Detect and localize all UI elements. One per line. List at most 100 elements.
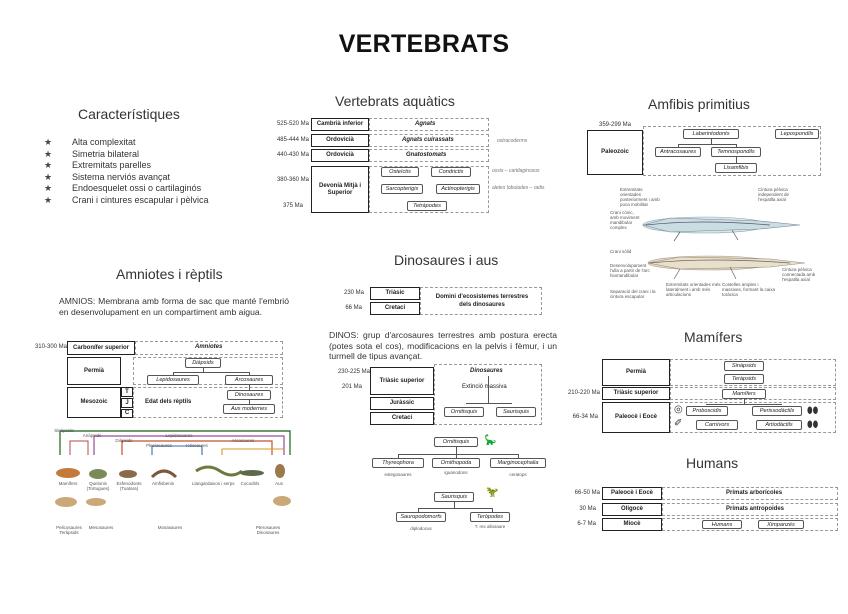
- aquatics-heading: Vertebrats aquàtics: [335, 93, 455, 109]
- amfibis-figure: Extremitats orientades posteriorment i a…: [610, 185, 830, 300]
- row-frame: [369, 166, 489, 213]
- fig-label: Mosasaures: [157, 525, 183, 530]
- period-box: Triàsic superior: [602, 387, 670, 400]
- period-box: Mesozoic: [67, 387, 121, 418]
- amniote-phylogeny-illustration: [55, 430, 291, 507]
- humans-heading: Humans: [686, 455, 739, 471]
- period-box: Cambrià inferior: [311, 118, 369, 131]
- ma-label: 30 Ma: [579, 506, 596, 512]
- clade-box: Saurisquis: [434, 492, 474, 502]
- dominance-text: Domini d'ecosistemes terrestres dels din…: [435, 294, 529, 308]
- period-box: Juràssic: [370, 397, 434, 410]
- row-frame: [420, 287, 542, 315]
- fig-label: Pterosaures Dinosaures: [255, 525, 281, 535]
- list-item: Simetria bilateral: [44, 149, 264, 161]
- amfibis-diagram: 359-299 Ma Paleozoic Laberintodonts Lepo…: [585, 120, 825, 180]
- dinosaures-heading: Dinosaures i aus: [394, 252, 499, 268]
- clade-box: Dinosaures: [227, 390, 271, 400]
- row-frame: [670, 387, 836, 400]
- row-frame: [369, 118, 489, 131]
- clade-box: Ornithopoda: [432, 458, 480, 468]
- hoof-icon: ⬮⬮: [807, 405, 819, 415]
- tree-note: T. rex allosaure: [474, 524, 506, 529]
- tree-note: diplodocus: [410, 526, 432, 531]
- period-box: Devonià Mitjà i Superior: [311, 166, 369, 213]
- mamifers-heading: Mamífers: [684, 329, 743, 345]
- fig-label: Quelonis (Tortugues): [86, 481, 110, 491]
- clade-box: Teròpodes: [470, 512, 510, 522]
- row-frame: [662, 518, 838, 531]
- clade-box: Ximpanzés: [758, 520, 804, 529]
- row-frame: [662, 487, 838, 500]
- dinosaur-icon: 🦕: [484, 435, 497, 446]
- fig-label: Cocodrils: [240, 481, 260, 486]
- amniotes-figure: Sinàpsids Anàpsids Diàpsids Plesiosaures…: [52, 427, 294, 543]
- fig-label: Extremitats orientades posteriorment i a…: [620, 187, 660, 207]
- clade-box: Lisamfibis: [715, 163, 757, 173]
- group-label: Primats antropoides: [726, 506, 785, 512]
- fig-label: Amfisbenis: [151, 481, 174, 486]
- row-frame: [133, 387, 283, 418]
- aquatics-diagram: 525-520 Ma 485-444 Ma 440-430 Ma 380-360…: [265, 116, 555, 216]
- group-label: Agnats cuirassats: [402, 137, 454, 143]
- fig-label: Separació del crani i la cintura escapul…: [610, 289, 656, 299]
- ma-label: 230 Ma: [343, 290, 364, 296]
- dinosaures-tree: Ornitisquis 🦕 Thyreophora Ornithopoda Ma…: [360, 434, 560, 544]
- period-box: Paleocè i Eocè: [602, 487, 662, 500]
- list-item: Sistema nerviós avançat: [44, 172, 264, 184]
- clade-box: Carnívors: [696, 420, 738, 430]
- ma-label: 66-50 Ma: [574, 490, 600, 496]
- hoof-icon: ⬮⬮: [807, 419, 819, 429]
- clade-box: Aus modernes: [223, 404, 275, 414]
- page-title: VERTEBRATS: [338, 30, 510, 58]
- humans-diagram: 66-50 Ma 30 Ma 6-7 Ma Paleocè i Eocè Oli…: [560, 485, 842, 535]
- clade-box: Diàpsids: [185, 358, 221, 368]
- clade-box: Actinopterigis: [436, 184, 480, 194]
- period-box: Cretaci: [370, 412, 434, 425]
- clade-box: Proboscidis: [686, 406, 728, 416]
- group-label: Gnatostomats: [406, 152, 447, 158]
- row-frame: [369, 134, 489, 147]
- period-box: J: [121, 398, 133, 408]
- list-item: Endoesquelet ossi o cartilaginós: [44, 183, 264, 195]
- ma-label: 525-520 Ma: [276, 121, 309, 127]
- tree-note: ceratops: [509, 472, 527, 477]
- list-item: Extremitats parelles: [44, 160, 264, 172]
- fig-label: Arcosaures: [231, 438, 255, 443]
- caracteristiques-list: Alta complexitat Simetria bilateral Extr…: [44, 137, 264, 207]
- clade-box: Lepospondils: [775, 129, 819, 139]
- row-frame: [369, 149, 489, 162]
- period-box: Paleocè i Eocè: [602, 402, 670, 433]
- clade-box: Humans: [702, 520, 742, 529]
- clade-box: Antracosaures: [655, 147, 701, 157]
- fig-label: Costelles amples i massives, formant la …: [722, 282, 776, 297]
- amniotes-heading: Amniotes i rèptils: [116, 266, 223, 282]
- group-label: Agnats: [415, 121, 436, 127]
- period-box: Triàsic: [370, 287, 420, 300]
- clade-box: Teràpsids: [724, 374, 764, 384]
- clade-box: Lepidosaures: [147, 375, 199, 385]
- period-box: Permià: [602, 359, 670, 386]
- period-box: Cretaci: [370, 302, 420, 315]
- dinos-definition: DINOS: grup d'arcosaures terrestres amb …: [329, 330, 557, 362]
- note: ostracoderms: [497, 138, 528, 144]
- fig-label: Lepidosaures: [165, 433, 193, 438]
- period-box: Ordovicià: [311, 134, 369, 147]
- ma-label: 485-444 Ma: [276, 137, 309, 143]
- tree-note: iguanodons: [444, 470, 468, 475]
- period-box: Paleozoic: [587, 130, 643, 175]
- extinction-label: Extinció massiva: [462, 384, 507, 390]
- ma-label: 375 Ma: [282, 203, 303, 209]
- group-label: Primats arborícoles: [726, 490, 783, 496]
- list-item: Alta complexitat: [44, 137, 264, 149]
- mamifers-diagram: 210-220 Ma 66-34 Ma Permià Triàsic super…: [560, 356, 840, 438]
- ma-label: 310-300 Ma: [34, 344, 67, 350]
- clade-box: Sauropodomorfs: [396, 512, 446, 522]
- row-frame: [670, 359, 836, 386]
- amphibian-skeleton-illustration: [641, 216, 806, 280]
- clade-box: Temnospondils: [711, 147, 761, 157]
- dinosaur-icon: 🦖: [486, 487, 499, 498]
- row-frame: [135, 341, 283, 355]
- row-frame: [670, 402, 836, 433]
- period-box: Oligocè: [602, 503, 662, 516]
